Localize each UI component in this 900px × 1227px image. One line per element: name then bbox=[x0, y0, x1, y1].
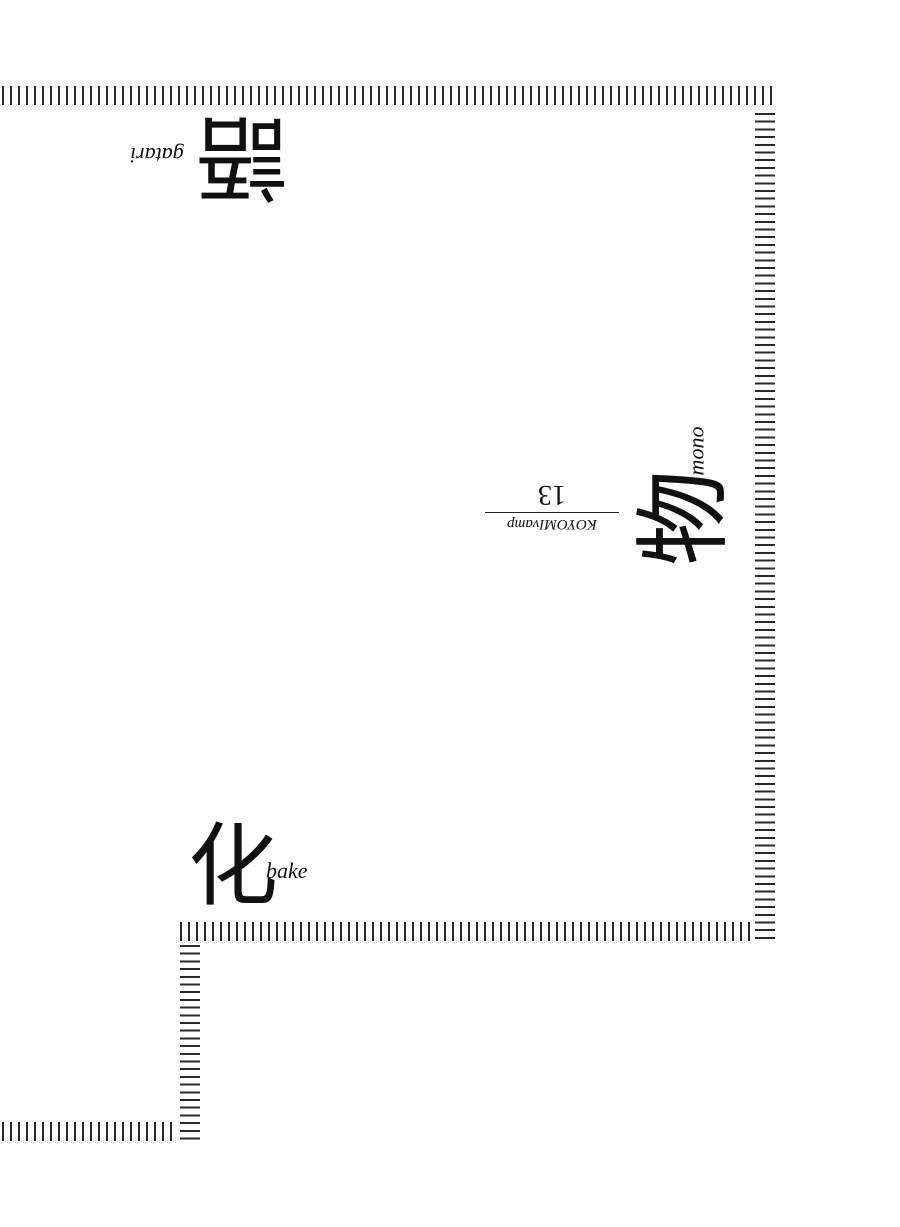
volume-divider bbox=[485, 512, 619, 513]
kanji-mono: 物 bbox=[628, 470, 740, 566]
kanji-bake: 化 bbox=[188, 814, 278, 919]
volume-number: 13 bbox=[538, 479, 566, 510]
volume-block: KOYOMIvamp 13 bbox=[485, 479, 619, 532]
kanji-gatari: 語 bbox=[196, 103, 289, 210]
bottom-tick-border bbox=[2, 1122, 178, 1141]
romaji-gatari: gatari bbox=[130, 143, 184, 168]
right-tick-border bbox=[755, 113, 775, 941]
romaji-mono: mono bbox=[683, 426, 709, 476]
middle-tick-border bbox=[180, 922, 750, 941]
series-name: KOYOMIvamp bbox=[507, 516, 597, 532]
left-tick-border bbox=[180, 945, 200, 1142]
top-tick-border bbox=[2, 86, 776, 105]
romaji-bake: bake bbox=[266, 858, 308, 883]
